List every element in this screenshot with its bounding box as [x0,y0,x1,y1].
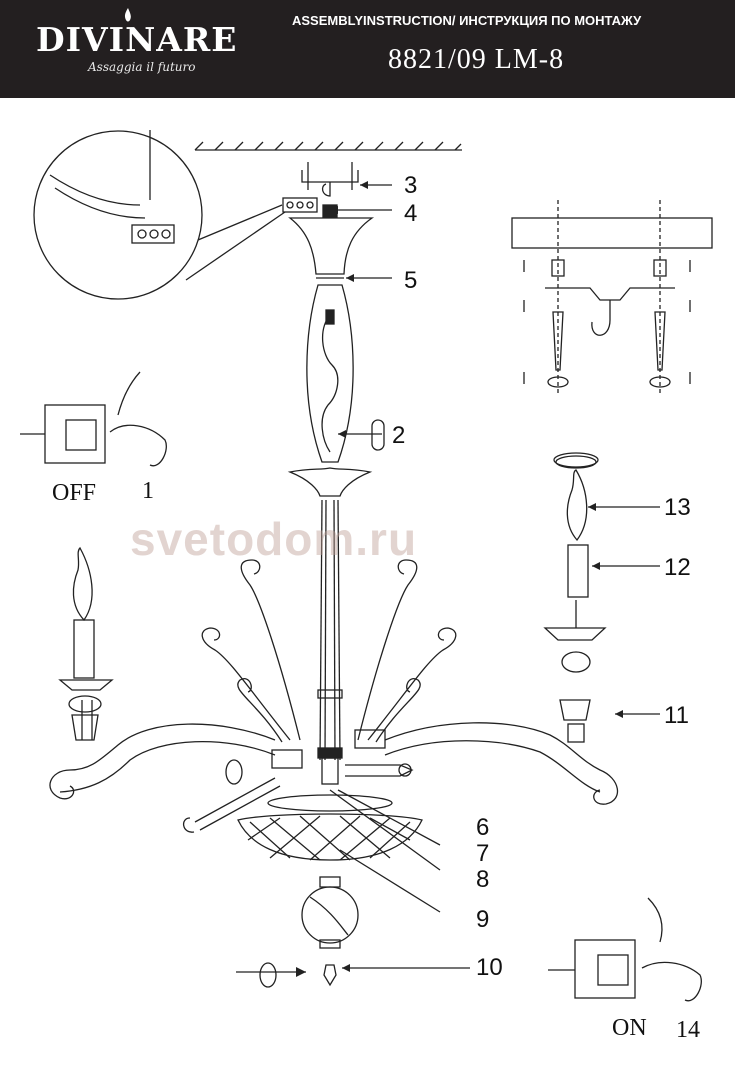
switch-on-icon [548,897,702,1002]
model-number: 8821/09 LM-8 [388,44,565,75]
part-label-5: 5 [404,267,418,294]
flame-logo-icon [124,8,131,22]
canopy [288,204,392,279]
part-label-7: 7 [476,840,490,867]
part-label-3: 3 [404,172,418,199]
arrow-heads [296,181,623,977]
chain-cover [306,284,354,463]
decorative-scrolls [201,559,457,743]
part-label-8: 8 [476,866,490,893]
watermark: svetodom.ru [130,513,418,565]
off-label: OFF [52,480,97,506]
header-bar: DIVINARE Assaggia il futuro ASSEMBLYINST… [0,0,735,98]
leader-lines [236,506,660,973]
part-label-11: 11 [664,702,689,729]
part-label-4: 4 [404,200,418,227]
wrench-tool-icon [183,777,281,833]
terminal-block [282,197,392,213]
part-label-10: 10 [476,954,503,981]
part-label-12: 12 [664,554,691,581]
step-number-14: 14 [676,1017,700,1043]
right-arm [354,455,618,805]
mounting-detail-diagram [511,200,713,395]
on-label: ON [612,1015,647,1041]
brand-tagline: Assaggia il futuro [88,60,196,74]
glass-bowl [237,794,423,861]
part-label-9: 9 [476,906,490,933]
wiring-detail-circle [33,130,286,300]
rotate-arrow-icon [225,452,599,988]
part-label-13: 13 [664,494,691,521]
step-number-1: 1 [142,478,154,504]
central-stem [287,467,373,785]
hook-bracket [301,162,392,197]
ceiling-plate [194,141,462,151]
brand-logo: DIVINARE [36,20,238,59]
assembly-drawing [20,130,713,1002]
wire-connector [345,763,414,777]
part-label-6: 6 [476,814,490,841]
finial-ball [301,876,359,987]
switch-off-icon [20,371,167,467]
instruction-title: ASSEMBLYINSTRUCTION/ ИНСТРУКЦИЯ ПО МОНТА… [292,13,642,28]
left-arm [49,546,303,800]
part-label-2: 2 [392,422,406,449]
